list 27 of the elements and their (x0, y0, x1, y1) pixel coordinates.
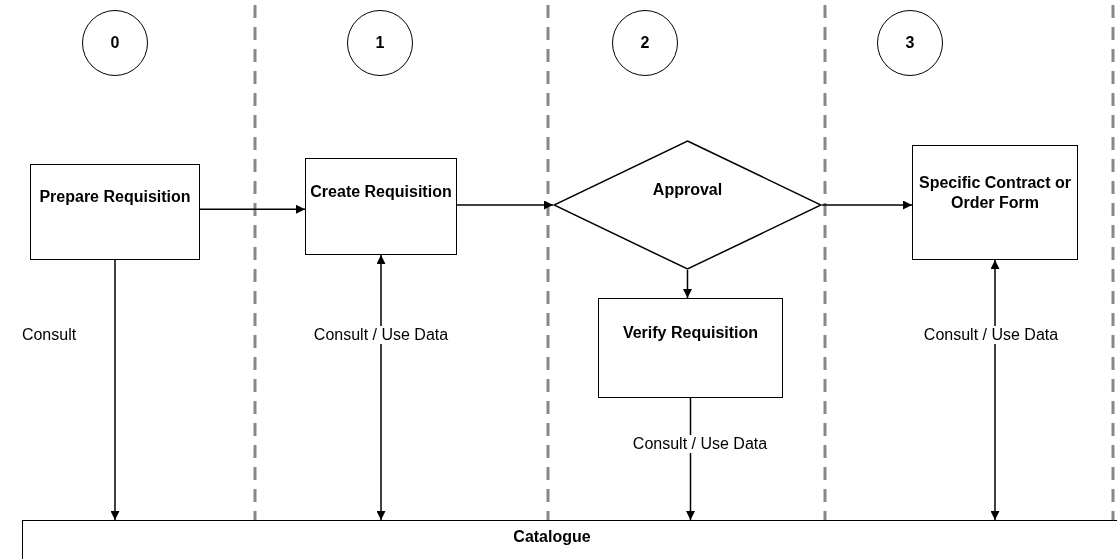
step-number: 2 (640, 33, 650, 53)
node-label: Prepare Requisition (39, 187, 191, 207)
node-label: Verify Requisition (622, 323, 759, 343)
arrow (456, 200, 554, 210)
node-label: Specific Contract or Order Form (918, 172, 1072, 213)
arrow (376, 254, 386, 521)
arrow (990, 259, 1000, 521)
node-label: Catalogue (513, 527, 591, 547)
process-box (912, 145, 1078, 260)
process-box (30, 164, 200, 260)
node-label: Create Requisition (310, 181, 452, 202)
process-box (305, 158, 457, 255)
edge-label: Consult / Use Data (922, 326, 1060, 344)
arrow (199, 204, 306, 214)
step-number: 3 (905, 33, 915, 53)
arrow (821, 200, 913, 210)
step-number: 0 (110, 33, 120, 53)
arrow (683, 269, 692, 299)
node-label: Approval (652, 180, 723, 200)
process-box (598, 298, 783, 398)
decision-diamond (553, 140, 822, 270)
edge-label: Consult / Use Data (312, 326, 450, 344)
step-number: 1 (375, 33, 385, 53)
arrow (686, 397, 695, 521)
process-box (22, 520, 1117, 559)
edge-label: Consult / Use Data (631, 435, 769, 453)
arrow (110, 259, 120, 521)
